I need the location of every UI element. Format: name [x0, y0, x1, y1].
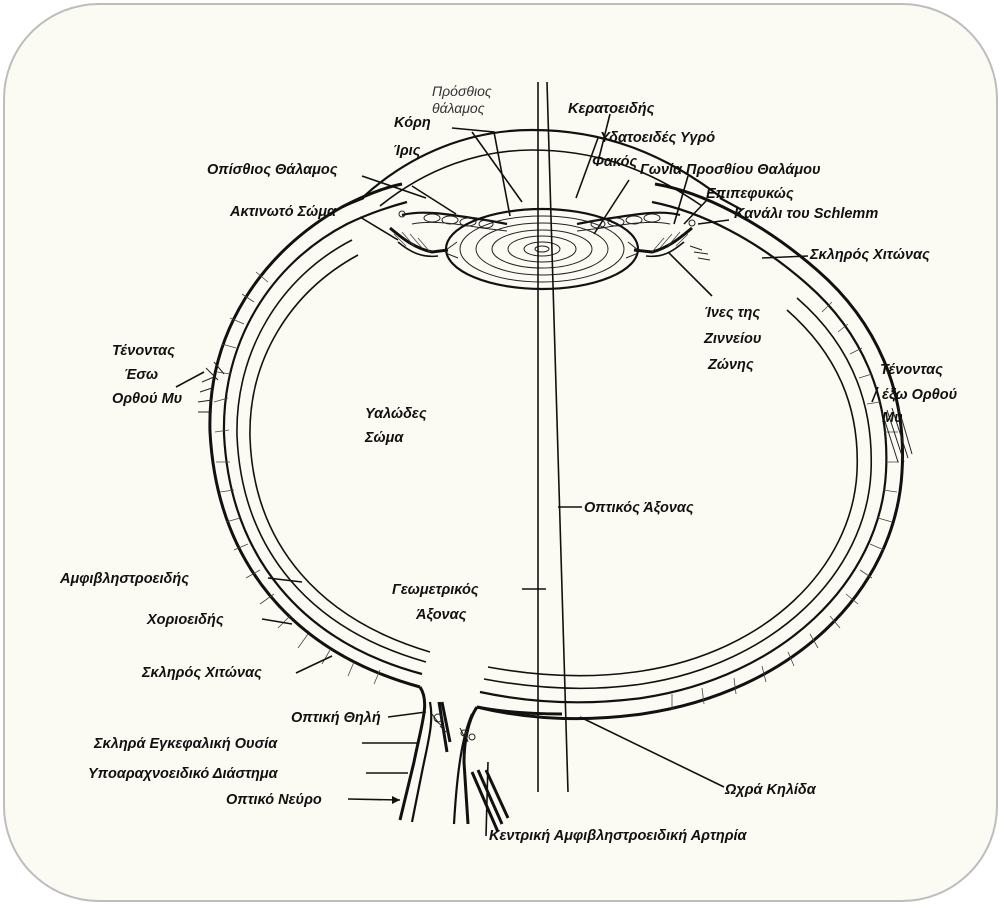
sclera-inner — [224, 202, 886, 702]
label-retina: Αμφιβληστροειδής — [59, 571, 189, 587]
eye-cross-section-diagram: Πρόσθιος θάλαμος Κόρη Κερατοειδής Υδατοε… — [5, 5, 998, 902]
label-schlemm: Κανάλι του Schlemm — [734, 206, 878, 222]
label-vitreous-1: Υαλώδες — [365, 406, 427, 422]
label-aqueous: Υδατοειδές Υγρό — [600, 130, 715, 146]
label-geometric-axis-1: Γεωμετρικός — [392, 582, 479, 598]
ciliary-body-left — [390, 228, 448, 256]
label-dura: Σκληρά Εγκεφαλική Ουσία — [93, 736, 278, 752]
label-subarachnoid: Υποαραχνοειδικό Διάστημα — [88, 766, 279, 782]
wall-hatching — [214, 272, 899, 710]
label-optic-disc: Οπτική Θηλή — [291, 710, 381, 726]
diagram-frame: Πρόσθιος θάλαμος Κόρη Κερατοειδής Υδατοε… — [3, 3, 998, 902]
label-geometric-axis-2: Άξονας — [415, 607, 467, 623]
label-lens: Φακός — [592, 154, 637, 170]
leader-iris — [412, 186, 456, 214]
leader-angle — [674, 176, 688, 224]
label-lateral-tendon-2: έξω Ορθού — [882, 387, 957, 403]
leader-optic-disc — [388, 712, 426, 717]
label-central-artery: Κεντρική Αμφιβληστροειδική Αρτηρία — [489, 828, 748, 844]
label-sclera-top: Σκληρός Χιτώνας — [809, 247, 930, 263]
label-iris: Ίρις — [393, 143, 421, 159]
label-zonule-2: Ζιννείου — [703, 331, 761, 347]
leader-medial-tendon — [176, 372, 204, 387]
eyeball-walls — [210, 184, 903, 719]
cornea-inner — [380, 150, 702, 206]
label-lateral-tendon-1: Τένοντας — [880, 362, 943, 378]
labels: Πρόσθιος θάλαμος Κόρη Κερατοειδής Υδατοε… — [59, 83, 957, 844]
leader-lens — [594, 180, 629, 234]
label-macula: Ωχρά Κηλίδα — [724, 782, 817, 798]
leader-anterior-chamber — [472, 132, 522, 202]
label-zonule-1: Ίνες της — [704, 305, 760, 321]
label-angle: Γωνία Προσθίου Θαλάμου — [640, 162, 821, 178]
label-vitreous-2: Σώμα — [364, 430, 404, 446]
leader-sclera-bottom — [296, 656, 332, 673]
label-medial-tendon-2: Έσω — [124, 367, 158, 383]
label-anterior-chamber-2: θάλαμος — [432, 100, 485, 116]
leader-zonule — [668, 252, 712, 296]
label-conjunctiva: Επιπεφυκώς — [706, 186, 794, 202]
label-optic-nerve: Οπτικό Νεύρο — [226, 792, 322, 808]
label-anterior-chamber: Πρόσθιος — [432, 83, 492, 99]
label-ciliary-body: Ακτινωτό Σώμα — [229, 204, 337, 220]
label-cornea: Κερατοειδής — [568, 101, 655, 117]
optical-axis-line — [547, 82, 568, 792]
label-medial-tendon-1: Τένοντας — [112, 343, 175, 359]
label-choroid: Χοριοειδής — [146, 612, 224, 628]
label-posterior-chamber: Οπίσθιος Θάλαμος — [207, 162, 338, 178]
label-pupil: Κόρη — [394, 115, 431, 131]
leader-lines — [176, 114, 878, 836]
leader-choroid — [262, 619, 292, 624]
label-zonule-3: Ζώνης — [707, 357, 754, 373]
leader-macula — [580, 717, 724, 787]
label-lateral-tendon-3: Μυ — [882, 410, 903, 426]
label-optical-axis: Οπτικός Άξονας — [584, 500, 694, 516]
lens — [446, 209, 638, 289]
schlemm-canal-right — [689, 220, 695, 226]
label-medial-tendon-3: Ορθού Μυ — [112, 391, 182, 407]
label-sclera-bottom: Σκληρός Χιτώνας — [141, 665, 262, 681]
arrowhead-optic-nerve — [392, 796, 400, 804]
